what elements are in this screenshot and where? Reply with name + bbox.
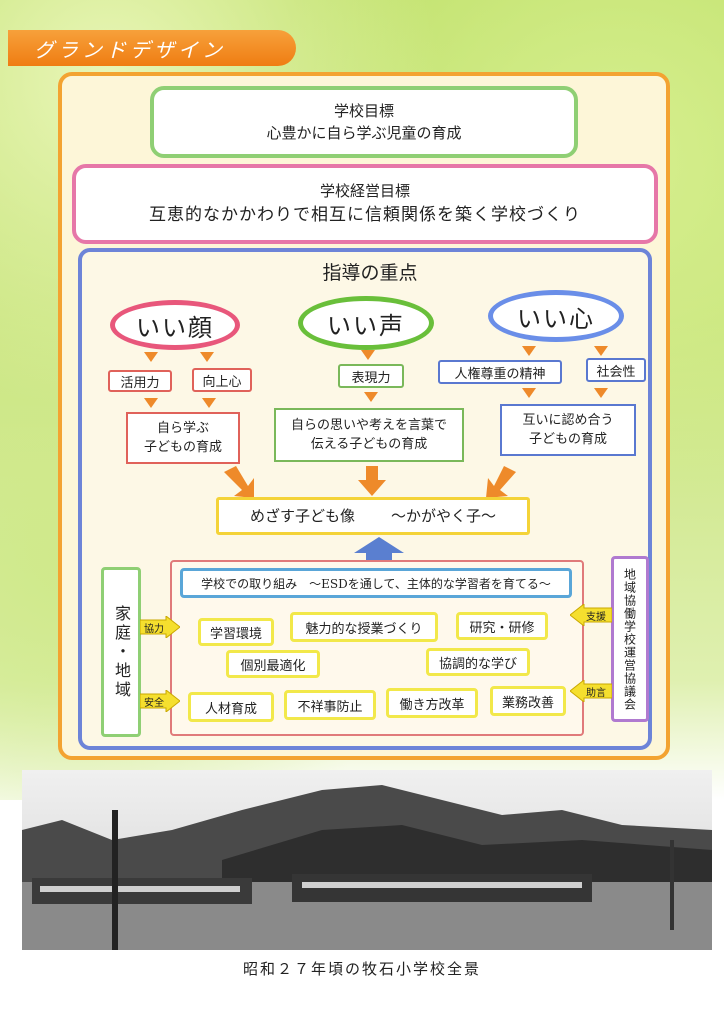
result-voice-line1: 自らの思いや考えを言葉で bbox=[290, 417, 447, 433]
chip-cooperative: 協調的な学び bbox=[426, 648, 530, 676]
chip-learning-env: 学習環境 bbox=[198, 618, 274, 646]
arrow-diagonal-icon bbox=[486, 466, 516, 498]
arrow-cooperation-label: 協力 bbox=[144, 623, 164, 635]
school-goal-text: 心豊かに自ら学ぶ児童の育成 bbox=[266, 124, 462, 142]
arrow-down-icon bbox=[144, 352, 158, 362]
chip-research: 研究・研修 bbox=[456, 612, 548, 640]
result-voice: 自らの思いや考えを言葉で 伝える子どもの育成 bbox=[274, 408, 464, 462]
arrow-support: 支援 bbox=[570, 604, 612, 626]
result-voice-line2: 伝える子どもの育成 bbox=[310, 437, 428, 452]
chip-misconduct-prevention: 不祥事防止 bbox=[284, 690, 376, 720]
result-heart: 互いに認め合う 子どもの育成 bbox=[500, 404, 636, 456]
arrow-down-icon bbox=[361, 350, 375, 360]
arrow-down-icon bbox=[594, 346, 608, 356]
management-goal-text: 互恵的なかかわりで相互に信頼関係を築く学校づくり bbox=[149, 204, 581, 225]
tag-sociality: 社会性 bbox=[586, 358, 646, 382]
tag-human-rights: 人権尊重の精神 bbox=[438, 360, 562, 384]
arrow-down-icon bbox=[358, 466, 386, 496]
arrow-down-icon bbox=[522, 346, 536, 356]
arrow-down-icon bbox=[144, 398, 158, 408]
arrow-down-icon bbox=[364, 392, 378, 402]
photo-caption: 昭和２７年頃の牧石小学校全景 bbox=[242, 960, 481, 978]
tag-application: 活用力 bbox=[108, 370, 172, 392]
arrow-diagonal-icon bbox=[224, 466, 254, 498]
chip-individual: 個別最適化 bbox=[226, 650, 320, 678]
result-heart-line1: 互いに認め合う bbox=[522, 412, 614, 428]
chip-attractive-lessons: 魅力的な授業づくり bbox=[290, 612, 438, 642]
tag-expression: 表現力 bbox=[338, 364, 404, 388]
arrow-down-icon bbox=[202, 398, 216, 408]
family-community-box: 家庭・地域 bbox=[101, 567, 141, 737]
arrow-safety: 安全 bbox=[140, 690, 180, 712]
oval-good-face: いい顔 bbox=[110, 300, 240, 350]
up-arrow-icon bbox=[354, 537, 404, 561]
chip-human-resources: 人材育成 bbox=[188, 692, 274, 722]
arrow-advice: 助言 bbox=[570, 680, 612, 702]
management-goal-title: 学校経営目標 bbox=[319, 182, 410, 200]
family-community-label: 家庭・地域 bbox=[112, 604, 131, 700]
arrow-down-icon bbox=[200, 352, 214, 362]
management-goal-box: 学校経営目標 互恵的なかかわりで相互に信頼関係を築く学校づくり bbox=[72, 164, 658, 244]
effort-title: 学校での取り組み 〜ESDを通して、主体的な学習者を育てる〜 bbox=[180, 568, 572, 598]
oval-good-heart: いい心 bbox=[488, 290, 624, 342]
arrow-cooperation: 協力 bbox=[140, 616, 180, 638]
chip-work-reform: 働き方改革 bbox=[386, 688, 478, 718]
tag-ambition: 向上心 bbox=[192, 368, 252, 392]
council-label: 地域協働学校運営協議会 bbox=[622, 567, 637, 711]
ideal-child-motto: 〜かがやく子〜 bbox=[391, 506, 497, 525]
result-heart-line2: 子どもの育成 bbox=[528, 432, 607, 447]
chip-operations: 業務改善 bbox=[490, 686, 566, 716]
result-face: 自ら学ぶ 子どもの育成 bbox=[126, 412, 240, 464]
school-goal-title: 学校目標 bbox=[333, 101, 394, 120]
arrow-safety-label: 安全 bbox=[144, 697, 164, 709]
arrow-down-icon bbox=[594, 388, 608, 398]
banner-title: グランドデザイン bbox=[8, 30, 296, 66]
ideal-child-box: めざす子ども像 〜かがやく子〜 bbox=[216, 497, 530, 535]
ideal-child-label: めざす子ども像 bbox=[249, 506, 355, 525]
result-face-line1: 自ら学ぶ bbox=[156, 420, 209, 436]
school-goal-box: 学校目標 心豊かに自ら学ぶ児童の育成 bbox=[150, 86, 578, 158]
result-face-line2: 子どもの育成 bbox=[143, 440, 222, 455]
arrow-support-label: 支援 bbox=[586, 611, 606, 623]
oval-good-voice: いい声 bbox=[298, 296, 434, 350]
council-box: 地域協働学校運営協議会 bbox=[611, 556, 649, 722]
arrow-advice-label: 助言 bbox=[586, 687, 606, 699]
focus-title: 指導の重点 bbox=[322, 262, 418, 284]
arrow-down-icon bbox=[522, 388, 536, 398]
old-school-photo bbox=[22, 770, 712, 950]
